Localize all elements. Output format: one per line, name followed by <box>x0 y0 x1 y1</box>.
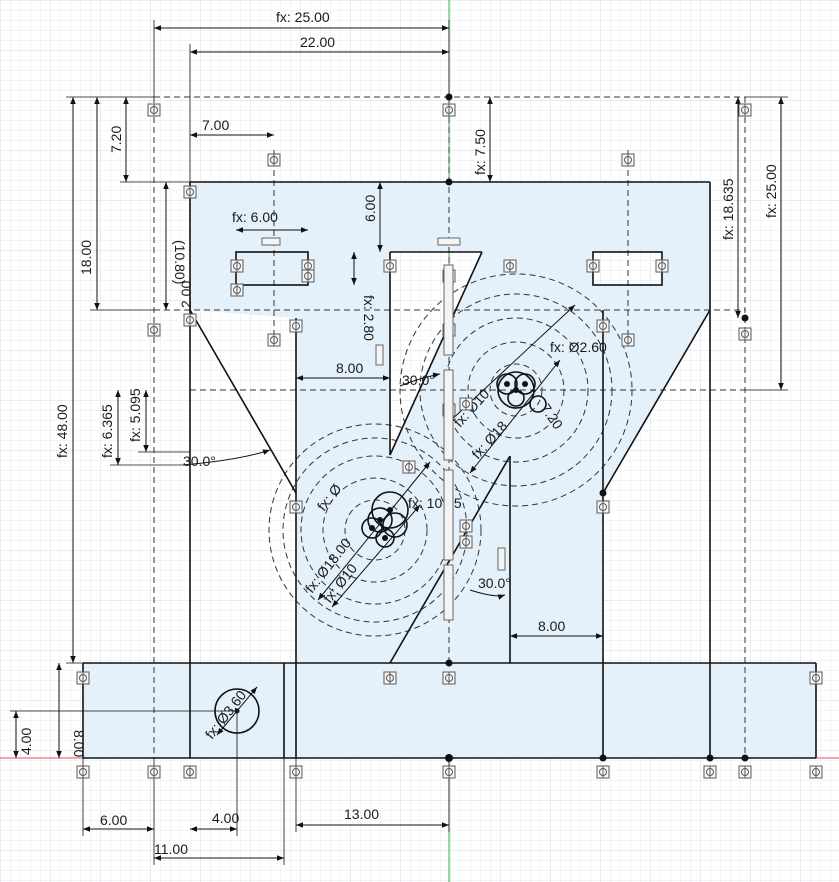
coincident-constraint-icon[interactable] <box>383 671 397 685</box>
coincident-constraint-icon[interactable] <box>442 671 456 685</box>
coincident-constraint-icon[interactable] <box>596 500 610 514</box>
dim-fx-dia260[interactable]: fx: Ø2.60 <box>550 339 607 355</box>
coincident-constraint-icon[interactable] <box>301 269 315 283</box>
coincident-constraint-icon[interactable] <box>809 765 823 779</box>
dim-fx6[interactable]: fx: 6.00 <box>232 209 278 225</box>
dim-fx18635[interactable]: fx: 18.635 <box>720 178 736 240</box>
dim-30a[interactable]: 30.0° <box>402 372 435 388</box>
coincident-constraint-icon[interactable] <box>267 333 281 347</box>
dim-fx750[interactable]: fx: 7.50 <box>472 129 488 175</box>
coincident-constraint-icon[interactable] <box>655 259 669 273</box>
coincident-constraint-icon[interactable] <box>76 671 90 685</box>
dim-720[interactable]: 7.20 <box>108 126 124 153</box>
dim-200[interactable]: 2.00 <box>178 281 194 308</box>
dim-4b[interactable]: 4.00 <box>212 810 239 826</box>
dim-1080[interactable]: (10.80) <box>172 240 188 284</box>
coincident-constraint-icon[interactable] <box>267 153 281 167</box>
dim-fx6365[interactable]: fx: 6.365 <box>99 404 115 458</box>
coincident-constraint-icon[interactable] <box>147 765 161 779</box>
coincident-constraint-icon[interactable] <box>738 103 752 117</box>
dim-fx48[interactable]: fx: 48.00 <box>54 404 70 458</box>
dim-11[interactable]: 11.00 <box>154 841 188 857</box>
coincident-constraint-icon[interactable] <box>703 765 717 779</box>
coincident-constraint-icon[interactable] <box>230 283 244 297</box>
coincident-constraint-icon[interactable] <box>596 765 610 779</box>
coincident-constraint-icon[interactable] <box>402 460 416 474</box>
dim-30b[interactable]: 30.0° <box>183 453 216 469</box>
dim-8v[interactable]: 8.00 <box>71 730 87 757</box>
coincident-constraint-icon[interactable] <box>586 259 600 273</box>
coincident-constraint-icon[interactable] <box>147 103 161 117</box>
coincident-constraint-icon[interactable] <box>738 765 752 779</box>
dim-8[interactable]: 8.00 <box>336 360 363 376</box>
dim-fx25-top[interactable]: fx: 25.00 <box>276 9 330 25</box>
coincident-constraint-icon[interactable] <box>289 500 303 514</box>
constraint-glyphs[interactable] <box>76 103 823 779</box>
dim-fx1015[interactable]: fx: 10.15 <box>408 495 462 511</box>
dim-18[interactable]: 18.00 <box>78 240 94 275</box>
coincident-constraint-icon[interactable] <box>459 397 473 411</box>
coincident-constraint-icon[interactable] <box>147 323 161 337</box>
dim-4v[interactable]: 4.00 <box>18 728 34 755</box>
dim-22[interactable]: 22.00 <box>300 34 335 50</box>
coincident-constraint-icon[interactable] <box>596 319 610 333</box>
coincident-constraint-icon[interactable] <box>442 103 456 117</box>
coincident-constraint-icon[interactable] <box>459 519 473 533</box>
coincident-constraint-icon[interactable] <box>621 153 635 167</box>
dim-7[interactable]: 7.00 <box>202 117 229 133</box>
coincident-constraint-icon[interactable] <box>76 765 90 779</box>
coincident-constraint-icon[interactable] <box>289 765 303 779</box>
coincident-constraint-icon[interactable] <box>230 259 244 273</box>
dim-8b[interactable]: 8.00 <box>538 618 565 634</box>
midline-constraints <box>261 237 506 621</box>
coincident-constraint-icon[interactable] <box>183 765 197 779</box>
coincident-constraint-icon[interactable] <box>442 765 456 779</box>
coincident-constraint-icon[interactable] <box>289 319 303 333</box>
coincident-constraint-icon[interactable] <box>809 671 823 685</box>
coincident-constraint-icon[interactable] <box>503 259 517 273</box>
coincident-constraint-icon[interactable] <box>738 327 752 341</box>
dim-6b[interactable]: 6.00 <box>100 812 127 828</box>
coincident-constraint-icon[interactable] <box>183 185 197 199</box>
coincident-constraint-icon[interactable] <box>459 535 473 549</box>
dim-6v[interactable]: 6.00 <box>362 195 378 222</box>
dim-30c[interactable]: 30.0° <box>478 575 511 591</box>
coincident-constraint-icon[interactable] <box>621 333 635 347</box>
dim-fx25-right[interactable]: fx: 25.00 <box>763 164 779 218</box>
dim-13[interactable]: 13.00 <box>344 806 379 822</box>
dim-fx5095[interactable]: fx: 5.095 <box>127 388 143 442</box>
dim-fx280[interactable]: fx: 2.80 <box>361 295 377 341</box>
coincident-constraint-icon[interactable] <box>183 313 197 327</box>
sketch-points[interactable] <box>234 93 749 763</box>
coincident-constraint-icon[interactable] <box>383 259 397 273</box>
